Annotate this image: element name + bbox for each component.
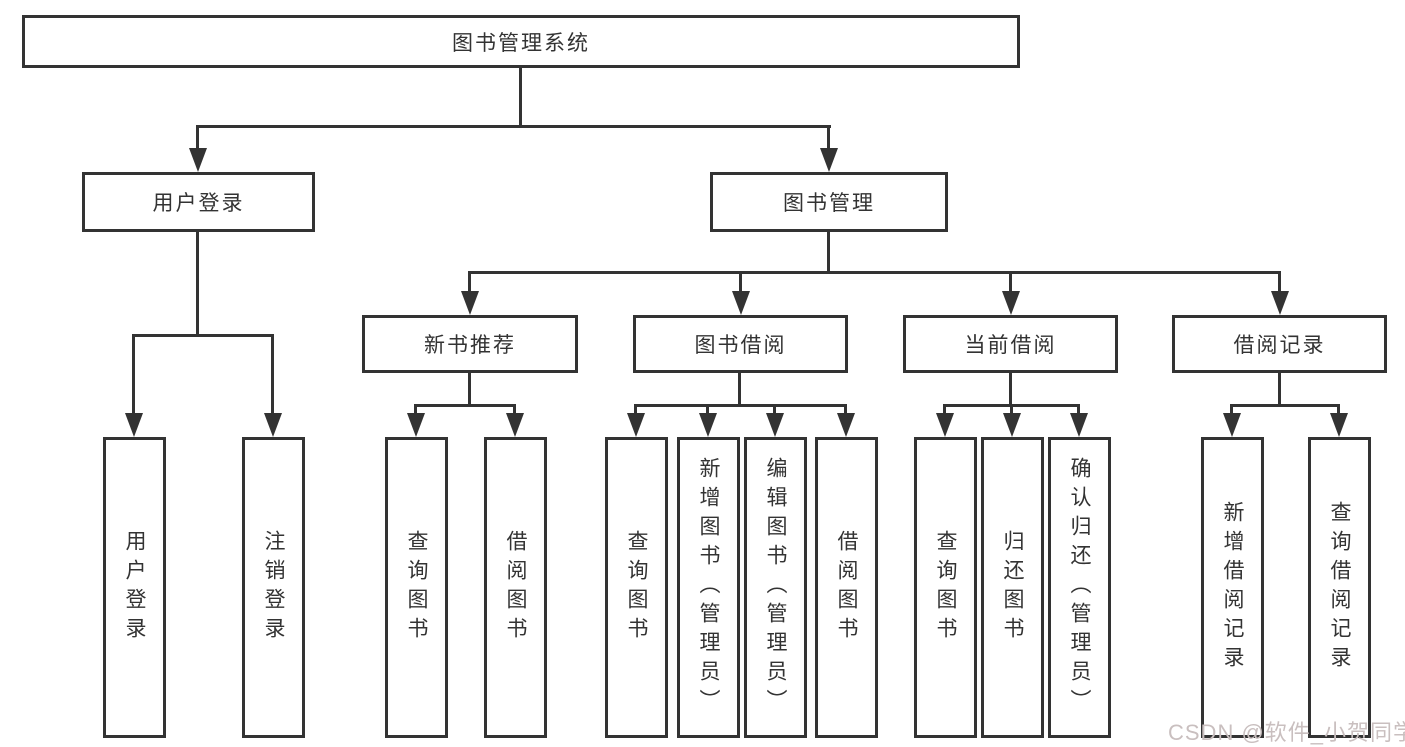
arrow-down-icon (943, 404, 946, 413)
connector-userlogin-drop (196, 232, 199, 337)
node-book-management: 图书管理 (710, 172, 948, 232)
node-user-login-group: 用户登录 (82, 172, 315, 232)
leaf-confirm-return-admin: 确认归还（管理员） (1048, 437, 1111, 738)
connector-recommend-branch (414, 404, 516, 407)
arrow-down-icon (739, 271, 742, 291)
node-library-system: 图书管理系统 (22, 15, 1020, 68)
leaf-borrow-books-recommend: 借阅图书 (484, 437, 547, 738)
connector-root-drop (519, 68, 522, 128)
leaf-logout: 注销登录 (242, 437, 305, 738)
arrow-down-icon (414, 404, 417, 413)
arrow-down-icon (271, 334, 274, 413)
arrow-down-icon (132, 334, 135, 413)
connector-records-branch (1230, 404, 1340, 407)
leaf-query-borrow-record: 查询借阅记录 (1308, 437, 1371, 738)
node-borrowing-records: 借阅记录 (1172, 315, 1387, 373)
node-current-borrowing: 当前借阅 (903, 315, 1118, 373)
arrow-down-icon (1278, 271, 1281, 291)
arrow-down-icon (468, 271, 471, 291)
leaf-query-books-borrowing: 查询图书 (605, 437, 668, 738)
leaf-user-login: 用户登录 (103, 437, 166, 738)
leaf-query-books-current: 查询图书 (914, 437, 977, 738)
connector-records-drop (1278, 373, 1281, 407)
arrow-down-icon (706, 404, 709, 413)
arrow-down-icon (773, 404, 776, 413)
leaf-add-borrow-record: 新增借阅记录 (1201, 437, 1264, 738)
connector-borrowing-branch (634, 404, 847, 407)
node-new-book-recommend: 新书推荐 (362, 315, 578, 373)
leaf-return-books: 归还图书 (981, 437, 1044, 738)
arrow-down-icon (513, 404, 516, 413)
connector-userlogin-branch (132, 334, 274, 337)
connector-bookmgmt-branch (468, 271, 1281, 274)
arrow-down-icon (196, 125, 199, 148)
arrow-down-icon (634, 404, 637, 413)
arrow-down-icon (1077, 404, 1080, 413)
arrow-down-icon (1010, 404, 1013, 413)
arrow-down-icon (844, 404, 847, 413)
leaf-query-books-recommend: 查询图书 (385, 437, 448, 738)
arrow-down-icon (827, 125, 830, 148)
leaf-add-books-admin: 新增图书（管理员） (677, 437, 740, 738)
csdn-watermark: CSDN @软件_小贺同学 (1168, 720, 1405, 745)
connector-borrowing-drop (738, 373, 741, 407)
connector-bookmgmt-drop (827, 232, 830, 274)
arrow-down-icon (1337, 404, 1340, 413)
leaf-borrow-books: 借阅图书 (815, 437, 878, 738)
arrow-down-icon (1230, 404, 1233, 413)
connector-current-drop (1009, 373, 1012, 407)
node-book-borrowing: 图书借阅 (633, 315, 848, 373)
arrow-down-icon (1009, 271, 1012, 291)
connector-recommend-drop (468, 373, 471, 407)
leaf-edit-books-admin: 编辑图书（管理员） (744, 437, 807, 738)
connector-root-branch (196, 125, 831, 128)
